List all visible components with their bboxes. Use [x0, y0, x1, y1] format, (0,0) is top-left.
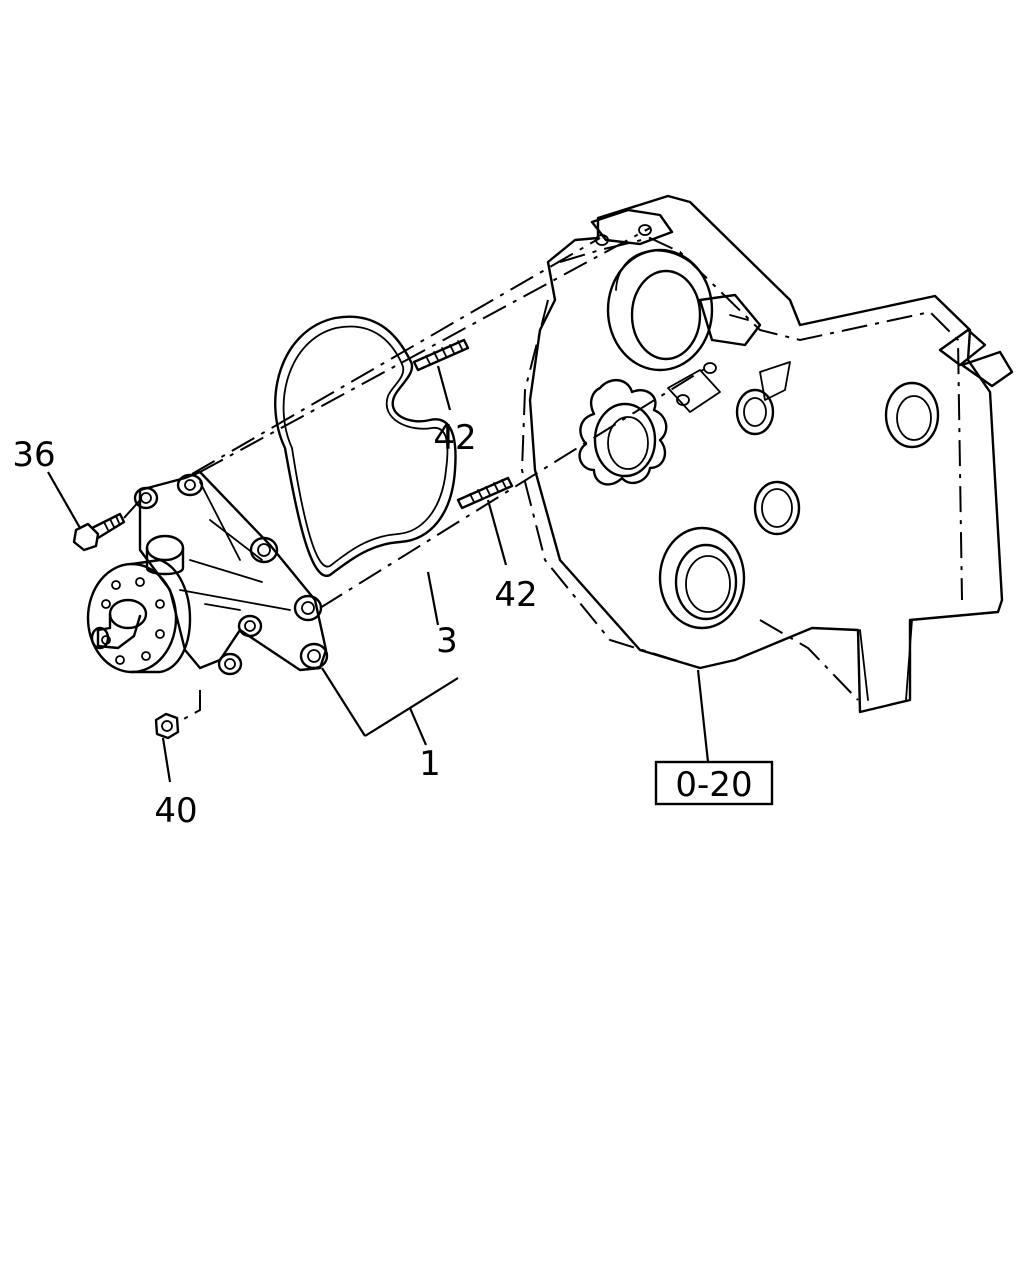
reference-box: 0-20 — [654, 760, 774, 806]
gasket — [274, 315, 457, 577]
callout-42-upper: 42 — [433, 418, 476, 458]
callout-3: 3 — [436, 621, 458, 661]
reference-label: 0-20 — [675, 765, 752, 805]
callout-1: 1 — [419, 744, 441, 784]
water-pump — [86, 470, 329, 676]
bolt — [72, 512, 126, 552]
stud-lower — [456, 476, 514, 510]
centerlines — [123, 227, 707, 721]
callout-36: 36 — [12, 435, 55, 475]
callout-42-lower: 42 — [494, 575, 537, 615]
stud-upper — [412, 338, 470, 372]
leader-lines — [47, 365, 710, 783]
nut — [154, 712, 180, 740]
timing-gear-case — [520, 194, 1014, 714]
callout-40: 40 — [154, 791, 197, 831]
